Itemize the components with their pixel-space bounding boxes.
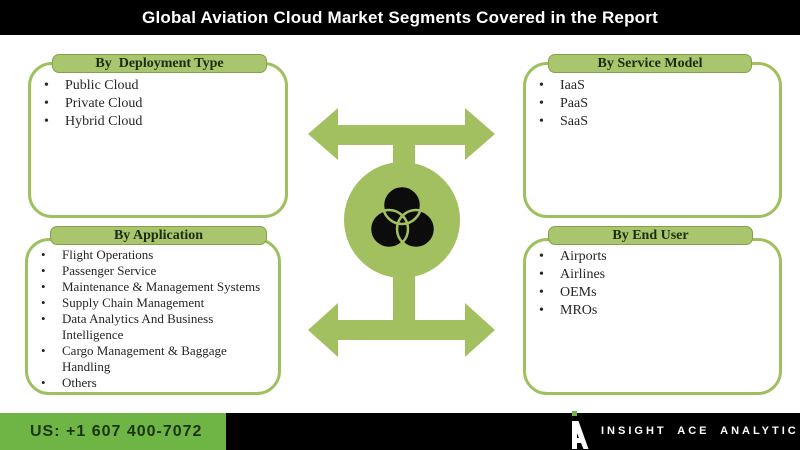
tab-deployment-type: By Deployment Type [52,54,267,73]
list-item: Maintenance & Management Systems [28,279,270,295]
center-arrows-graphic [308,108,495,357]
panel-service-model: IaaS PaaS SaaS [523,62,782,218]
brand-name: INSIGHT ACE ANALYTIC [601,425,799,437]
phone-number: US: +1 607 400-7072 [30,422,203,440]
list-item: Hybrid Cloud [31,113,277,131]
end-user-list: Airports Airlines OEMs MROs [526,248,771,320]
application-list: Flight Operations Passenger Service Main… [28,247,270,391]
panel-application: Flight Operations Passenger Service Main… [25,238,281,395]
list-item: Flight Operations [28,247,270,263]
list-item: Others [28,375,270,391]
list-item: Airlines [526,266,771,284]
list-item: Cargo Management & Baggage Handling [28,343,270,375]
list-item: Supply Chain Management [28,295,270,311]
list-item: MROs [526,302,771,320]
tab-application: By Application [50,226,267,245]
list-item: PaaS [526,95,771,113]
venn-circles-icon [368,184,437,250]
list-item: IaaS [526,77,771,95]
list-item: Public Cloud [31,77,277,95]
list-item: SaaS [526,113,771,131]
list-item: Data Analytics And Business Intelligence [28,311,270,343]
footer-phone-bar: US: +1 607 400-7072 [0,413,226,450]
panel-end-user: Airports Airlines OEMs MROs [523,238,782,395]
list-item: Private Cloud [31,95,277,113]
header-bar: Global Aviation Cloud Market Segments Co… [0,0,800,35]
list-item: Airports [526,248,771,266]
insight-ace-logo-icon [572,411,589,449]
list-item: OEMs [526,284,771,302]
list-item: Passenger Service [28,263,270,279]
deployment-type-list: Public Cloud Private Cloud Hybrid Cloud [31,77,277,131]
service-model-list: IaaS PaaS SaaS [526,77,771,131]
footer-brand-bar [226,413,800,450]
tab-end-user: By End User [548,226,753,245]
page-title: Global Aviation Cloud Market Segments Co… [142,7,658,27]
tab-service-model: By Service Model [548,54,752,73]
bottom-double-arrow [308,265,495,357]
panel-deployment-type: Public Cloud Private Cloud Hybrid Cloud [28,62,288,218]
